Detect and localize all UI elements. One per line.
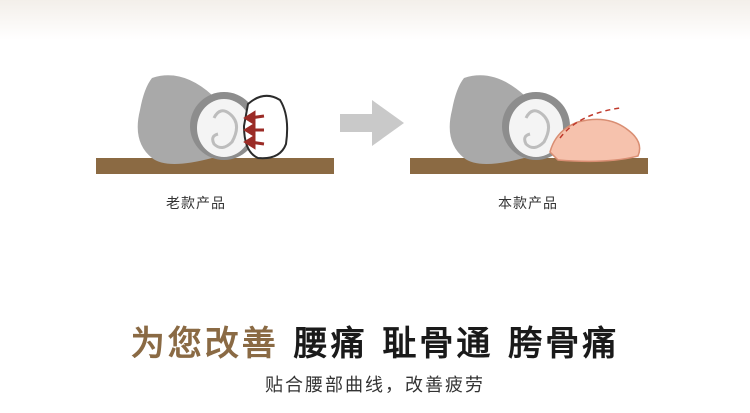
drum-body (137, 75, 212, 164)
new-pillow (549, 118, 641, 163)
drum-body (449, 75, 524, 164)
support-curve (559, 107, 621, 139)
new-product-illustration (410, 75, 648, 174)
drum-opening (509, 99, 563, 157)
headline: 为您改善 腰痛 耻骨通 胯骨痛 (0, 322, 750, 366)
subline: 贴合腰部曲线，改善疲劳 (265, 375, 485, 396)
pressure-arrows-icon (243, 110, 265, 150)
headline-accent: 为您改善 (130, 324, 279, 364)
shelf (96, 158, 334, 174)
drum-opening (197, 99, 251, 157)
old-product-illustration (96, 75, 334, 174)
new-product-caption: 本款产品 (498, 196, 558, 212)
fetus-icon (523, 109, 550, 149)
top-gradient-band (0, 0, 750, 40)
old-product-caption: 老款产品 (166, 196, 226, 212)
fetus-icon (211, 109, 238, 149)
headline-rest: 腰痛 耻骨通 胯骨痛 (278, 324, 620, 364)
right-arrow-icon (340, 100, 404, 146)
